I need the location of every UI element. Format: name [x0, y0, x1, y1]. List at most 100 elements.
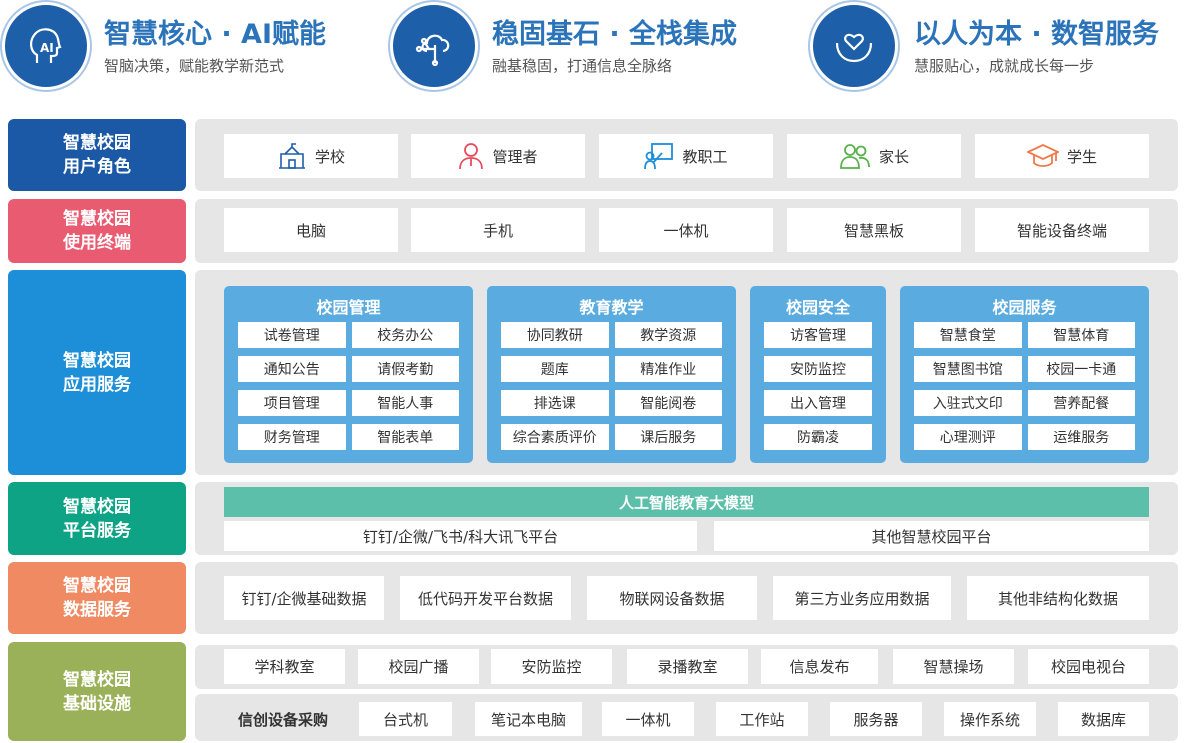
- row-label-line2: 用户角色: [63, 157, 131, 177]
- header-subtitle-2: 融基稳固，打通信息全脉络: [492, 57, 673, 75]
- app-item[interactable]: 智慧图书馆: [914, 356, 1022, 382]
- app-item[interactable]: 智慧体育: [1027, 322, 1135, 348]
- infra-item[interactable]: 录播教室: [627, 649, 748, 684]
- procurement-item[interactable]: 服务器: [830, 702, 922, 736]
- terminal-item[interactable]: 智能设备终端: [975, 208, 1149, 252]
- role-parent[interactable]: 家长: [787, 134, 961, 178]
- row-label-roles: 智慧校园用户角色: [8, 119, 186, 191]
- infra-item[interactable]: 信息发布: [761, 649, 878, 684]
- app-item[interactable]: 智能表单: [351, 424, 459, 450]
- terminal-item[interactable]: 手机: [411, 208, 585, 252]
- app-item[interactable]: 入驻式文印: [914, 390, 1022, 416]
- app-item[interactable]: 智能人事: [351, 390, 459, 416]
- role-staff[interactable]: 教职工: [599, 134, 773, 178]
- row-label-apps: 智慧校园应用服务: [8, 270, 186, 475]
- infra-item[interactable]: 智慧操场: [893, 649, 1014, 684]
- procurement-label: 信创设备采购: [237, 710, 328, 729]
- row-label-line2: 数据服务: [63, 600, 131, 620]
- terminal-item[interactable]: 一体机: [599, 208, 773, 252]
- app-section-title: 校园安全: [785, 298, 850, 317]
- app-item[interactable]: 运维服务: [1027, 424, 1135, 450]
- terminal-item[interactable]: 电脑: [224, 208, 398, 252]
- procurement-item[interactable]: 操作系统: [944, 702, 1036, 736]
- infra-item[interactable]: 学科教室: [224, 649, 345, 684]
- app-item[interactable]: 题库: [501, 356, 609, 382]
- data-item[interactable]: 第三方业务应用数据: [773, 576, 951, 620]
- app-item[interactable]: 防霸凌: [764, 424, 872, 450]
- app-item[interactable]: 出入管理: [764, 390, 872, 416]
- app-item[interactable]: 试卷管理: [238, 322, 346, 348]
- row-label-terminals: 智慧校园使用终端: [8, 199, 186, 263]
- app-item[interactable]: 通知公告: [238, 356, 346, 382]
- infra-item[interactable]: 校园广播: [358, 649, 479, 684]
- row-label-infra: 智慧校园基础设施: [8, 642, 186, 741]
- data-item[interactable]: 其他非结构化数据: [967, 576, 1149, 620]
- infra-item[interactable]: 校园电视台: [1028, 649, 1149, 684]
- row-label-line1: 智慧校园: [63, 496, 131, 517]
- procurement-item[interactable]: 数据库: [1058, 702, 1149, 736]
- app-item[interactable]: 校务办公: [351, 322, 459, 348]
- row-label-line1: 智慧校园: [63, 350, 131, 371]
- row-label-line2: 平台服务: [63, 520, 131, 541]
- row-label-platform: 智慧校园平台服务: [8, 482, 186, 555]
- header-title-2: 稳固基石 · 全栈集成: [492, 19, 738, 50]
- app-section-title: 教育教学: [579, 298, 644, 317]
- procurement-item[interactable]: 笔记本电脑: [475, 702, 582, 736]
- ai-head-icon: AI: [2, 2, 90, 90]
- app-item[interactable]: 协同教研: [501, 322, 609, 348]
- row-label-line2: 使用终端: [63, 233, 131, 253]
- data-item[interactable]: 低代码开发平台数据: [400, 576, 571, 620]
- row-label-line2: 基础设施: [63, 693, 131, 714]
- role-student[interactable]: 学生: [975, 134, 1149, 178]
- procurement-item[interactable]: 一体机: [602, 702, 694, 736]
- data-item[interactable]: 物联网设备数据: [587, 576, 757, 620]
- heart-hands-icon: [810, 2, 898, 90]
- role-manager[interactable]: 管理者: [411, 134, 585, 178]
- row-label-line2: 应用服务: [63, 374, 131, 395]
- app-item[interactable]: 排选课: [501, 390, 609, 416]
- data-item[interactable]: 钉钉/企微基础数据: [224, 576, 384, 620]
- platform-item[interactable]: 其他智慧校园平台: [714, 521, 1149, 551]
- teacher-icon: [644, 143, 674, 170]
- row-label-line1: 智慧校园: [63, 576, 131, 596]
- app-item[interactable]: 课后服务: [614, 424, 722, 450]
- app-item[interactable]: 项目管理: [238, 390, 346, 416]
- row-label-line1: 智慧校园: [63, 209, 131, 229]
- app-item[interactable]: 请假考勤: [351, 356, 459, 382]
- app-section-title: 校园管理: [316, 298, 381, 317]
- role-school[interactable]: 学校: [224, 134, 398, 178]
- app-item[interactable]: 心理测评: [914, 424, 1022, 450]
- app-item[interactable]: 智慧食堂: [914, 322, 1022, 348]
- app-item[interactable]: 安防监控: [764, 356, 872, 382]
- app-item[interactable]: 教学资源: [614, 322, 722, 348]
- ai-model-bar[interactable]: 人工智能教育大模型: [224, 487, 1149, 517]
- school-icon: [278, 143, 305, 169]
- app-section-card: 校园服务智慧食堂智慧体育智慧图书馆校园一卡通入驻式文印营养配餐心理测评运维服务: [900, 286, 1149, 463]
- procurement-item[interactable]: 台式机: [359, 702, 452, 736]
- role-label: 学生: [1066, 147, 1097, 166]
- role-label: 管理者: [492, 147, 538, 166]
- graduation-cap-icon: [1026, 144, 1059, 167]
- app-item[interactable]: 校园一卡通: [1027, 356, 1135, 382]
- header-title-1: 智慧核心 · AI赋能: [104, 19, 326, 50]
- platform-item[interactable]: 钉钉/企微/飞书/科大讯飞平台: [224, 521, 697, 551]
- svg-text:AI: AI: [40, 41, 54, 55]
- header-subtitle-1: 智脑决策，赋能教学新范式: [104, 57, 285, 75]
- header-subtitle-3: 慧服贴心，成就成长每一步: [914, 57, 1095, 75]
- app-item[interactable]: 财务管理: [238, 424, 346, 450]
- app-section-card: 校园安全访客管理安防监控出入管理防霸凌: [750, 286, 886, 463]
- app-item[interactable]: 访客管理: [764, 322, 872, 348]
- row-label-line1: 智慧校园: [63, 669, 131, 690]
- app-item[interactable]: 精准作业: [614, 356, 722, 382]
- app-item[interactable]: 营养配餐: [1027, 390, 1135, 416]
- manager-icon: [459, 143, 484, 170]
- row-label-data: 智慧校园数据服务: [8, 562, 186, 634]
- app-item[interactable]: 综合素质评价: [501, 424, 609, 450]
- cloud-network-icon: [390, 2, 478, 90]
- terminal-item[interactable]: 智慧黑板: [787, 208, 961, 252]
- app-item[interactable]: 智能阅卷: [614, 390, 722, 416]
- parent-icon: [840, 144, 870, 169]
- infra-item[interactable]: 安防监控: [491, 649, 612, 684]
- row-label-line1: 智慧校园: [63, 133, 131, 153]
- procurement-item[interactable]: 工作站: [716, 702, 808, 736]
